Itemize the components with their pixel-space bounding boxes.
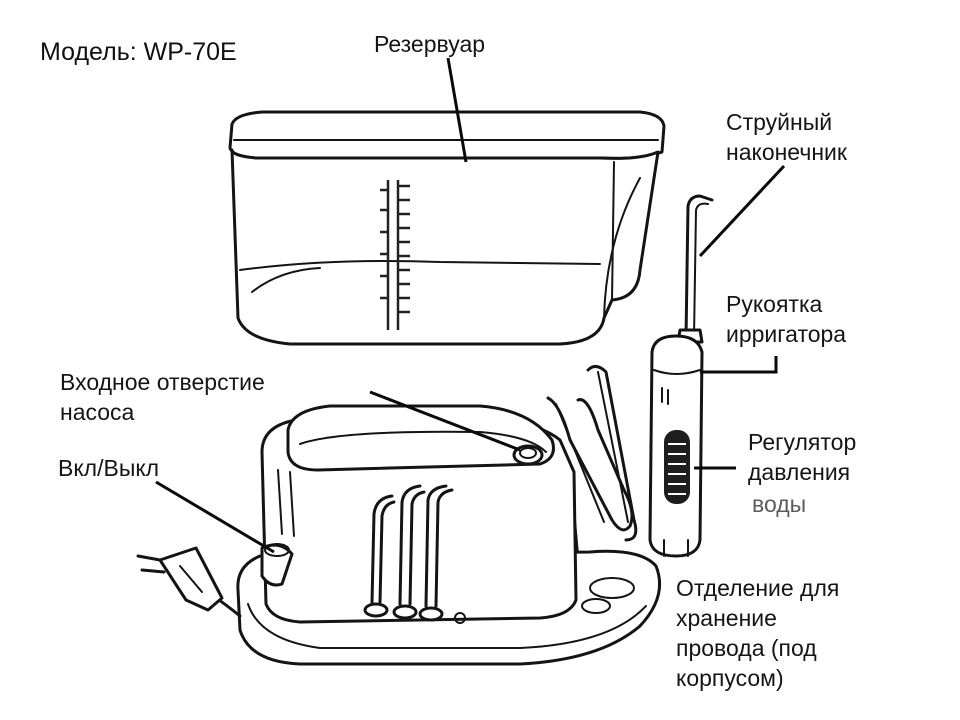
handle-drawing bbox=[648, 194, 714, 558]
reservoir-drawing bbox=[228, 110, 666, 346]
power-label: Вкл/Выкл bbox=[58, 455, 159, 481]
pump-inlet-label-line2: насоса bbox=[60, 399, 135, 425]
model-label: Модель: WP-70E bbox=[40, 38, 237, 66]
labels: Модель: WP-70E Резервуар Струйный наконе… bbox=[40, 31, 856, 691]
pump-inlet-label-line1: Входное отверстие bbox=[60, 369, 265, 395]
cord-storage-label-line4: корпусом) bbox=[676, 665, 784, 691]
handle-label-line1: Рукоятка bbox=[726, 291, 823, 317]
pressure-slider bbox=[664, 430, 690, 504]
reservoir-label: Резервуар bbox=[374, 31, 485, 57]
pressure-label-line1: Регулятор bbox=[748, 429, 856, 455]
jet-tip-label-line2: наконечник bbox=[726, 139, 848, 165]
leader-jet-tip bbox=[698, 164, 786, 258]
pressure-label-line2: давления bbox=[748, 459, 850, 485]
cord-storage-label-line1: Отделение для bbox=[676, 575, 839, 601]
cord-storage-label-line2: хранение bbox=[676, 605, 777, 631]
hose-drawing bbox=[546, 365, 638, 562]
measurement-scale bbox=[380, 180, 410, 330]
leader-pump-inlet bbox=[369, 390, 521, 452]
pressure-label-line3: воды bbox=[752, 491, 806, 517]
handle-label-line2: ирригатора bbox=[726, 321, 846, 347]
jet-tip-label-line1: Струйный bbox=[726, 109, 832, 135]
cord-storage-label-line3: провода (под bbox=[676, 635, 817, 661]
leader-handle bbox=[700, 356, 778, 374]
leader-lines bbox=[155, 57, 786, 554]
leader-power bbox=[155, 480, 275, 554]
base-unit-drawing bbox=[136, 404, 662, 666]
leader-reservoir bbox=[446, 57, 468, 163]
